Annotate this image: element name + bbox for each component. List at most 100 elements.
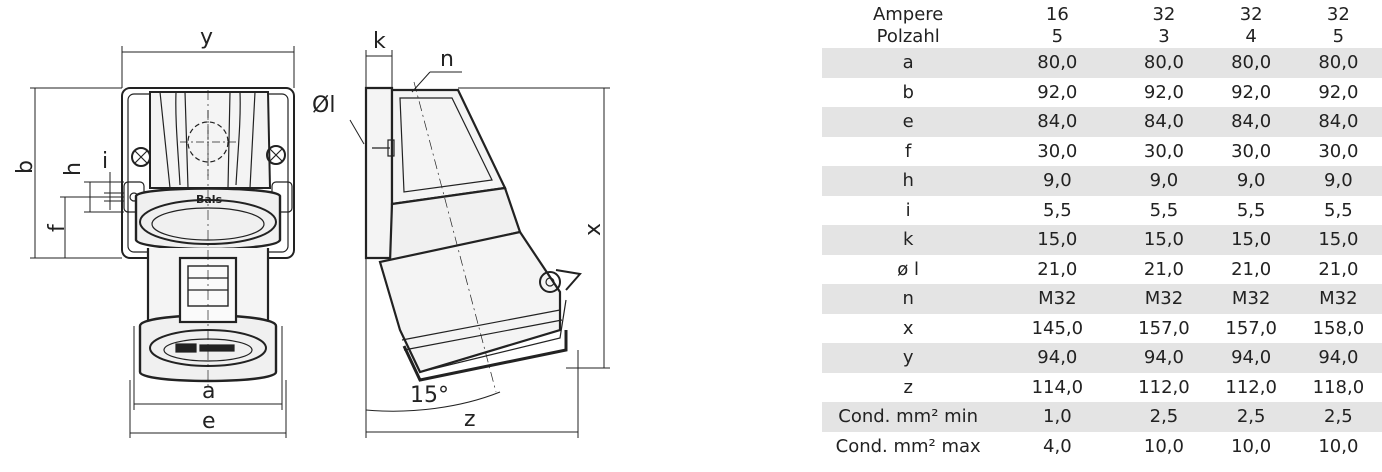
cell-value: 2,5 [1120, 402, 1208, 432]
dim-label-f: f [45, 223, 70, 232]
cell-value: 112,0 [1225, 376, 1277, 398]
polzahl-label: Polzahl [876, 26, 940, 47]
row-label: h [822, 166, 995, 196]
cell-value: 5,5 [1324, 199, 1353, 221]
row-label: k [822, 225, 995, 255]
ampere-value: 16 [1045, 4, 1069, 25]
cell-value: 84,0 [1120, 107, 1208, 137]
row-label: a [822, 48, 995, 78]
cell-value: 5,5 [1236, 199, 1266, 221]
dim-label-n: n [440, 47, 454, 72]
cell-value: 21,0 [1231, 258, 1272, 280]
side-view [364, 81, 582, 393]
row-label: ø l [897, 258, 920, 280]
polzahl-row: Polzahl 5 3 4 5 [822, 26, 1382, 48]
cell-value: 158,0 [1312, 317, 1365, 339]
cell-value: 84,0 [994, 107, 1121, 137]
dim-label-y: y [200, 25, 213, 50]
dim-label-x: x [581, 223, 606, 236]
cell-value: 5,5 [1149, 199, 1179, 221]
cell-value: 80,0 [1207, 48, 1295, 78]
row-label: f [905, 140, 912, 162]
cell-value: 10,0 [1143, 435, 1184, 457]
dimension-labels: y k n Øl b h i f x a e 15° z [13, 25, 606, 434]
cell-value: M32 [1207, 284, 1295, 314]
cell-value: 30,0 [1143, 140, 1184, 162]
row-label: Cond. mm² min [822, 402, 995, 432]
cell-value: 1,0 [994, 402, 1121, 432]
cell-value: 145,0 [1031, 317, 1084, 339]
polzahl-value: 3 [1158, 26, 1170, 47]
ampere-label: Ampere [872, 4, 944, 25]
brand-logo-text: Bals [196, 193, 223, 206]
cell-value: 80,0 [1120, 48, 1208, 78]
cell-value: 92,0 [1143, 81, 1184, 103]
cell-value: M32 [994, 284, 1121, 314]
cell-value: 2,5 [1294, 402, 1382, 432]
cell-value: 92,0 [1037, 81, 1078, 103]
row-label: z [903, 376, 913, 398]
polzahl-value: 4 [1245, 26, 1257, 47]
cell-value: 94,0 [994, 343, 1121, 373]
dim-label-dia-l: Øl [312, 93, 335, 118]
dim-label-angle: 15° [410, 383, 449, 408]
polzahl-value: 5 [1051, 26, 1064, 47]
cell-value: 9,0 [1294, 166, 1382, 196]
cell-value: 112,0 [1138, 376, 1190, 398]
cell-value: 80,0 [994, 48, 1121, 78]
row-label: b [902, 81, 914, 103]
cell-value: 92,0 [1231, 81, 1272, 103]
cell-value: 80,0 [1294, 48, 1382, 78]
cell-value: 10,0 [1231, 435, 1272, 457]
cell-value: 84,0 [1294, 107, 1382, 137]
cell-value: 15,0 [1294, 225, 1382, 255]
cell-value: 114,0 [1031, 376, 1084, 398]
ampere-value: 32 [1239, 4, 1263, 25]
ampere-row: Ampere 16 32 32 32 [822, 4, 1382, 26]
row-label: x [902, 317, 914, 339]
cell-value: M32 [1120, 284, 1208, 314]
ampere-value: 32 [1152, 4, 1176, 25]
cell-value: 30,0 [1231, 140, 1272, 162]
cell-value: 30,0 [1318, 140, 1359, 162]
row-label: e [822, 107, 995, 137]
cell-value: 10,0 [1318, 435, 1359, 457]
cell-value: 15,0 [1120, 225, 1208, 255]
cell-value: 30,0 [1037, 140, 1078, 162]
cell-value: 4,0 [1043, 435, 1072, 457]
table-row: Cond. mm² max 4,0 10,0 10,0 10,0 [822, 432, 1382, 462]
cell-value: 118,0 [1312, 376, 1365, 398]
table-row: f 30,0 30,0 30,0 30,0 [822, 137, 1382, 167]
cell-value: 94,0 [1294, 343, 1382, 373]
ampere-value: 32 [1326, 4, 1350, 25]
table-row: z 114,0 112,0 112,0 118,0 [822, 373, 1382, 403]
cell-value: 94,0 [1120, 343, 1208, 373]
cell-value: 21,0 [1037, 258, 1078, 280]
cell-value: 15,0 [1207, 225, 1295, 255]
row-label: y [822, 343, 995, 373]
front-view: Bals [121, 87, 295, 390]
cell-value: 94,0 [1207, 343, 1295, 373]
cell-value: 21,0 [1318, 258, 1359, 280]
dim-label-z: z [464, 407, 476, 432]
row-label: n [822, 284, 995, 314]
dim-label-a: a [202, 379, 215, 404]
front-dimensions [30, 46, 295, 438]
dim-label-e: e [202, 409, 216, 434]
cell-value: 5,5 [1043, 199, 1072, 221]
row-label: Cond. mm² max [835, 435, 981, 457]
dim-label-i: i [102, 149, 108, 174]
